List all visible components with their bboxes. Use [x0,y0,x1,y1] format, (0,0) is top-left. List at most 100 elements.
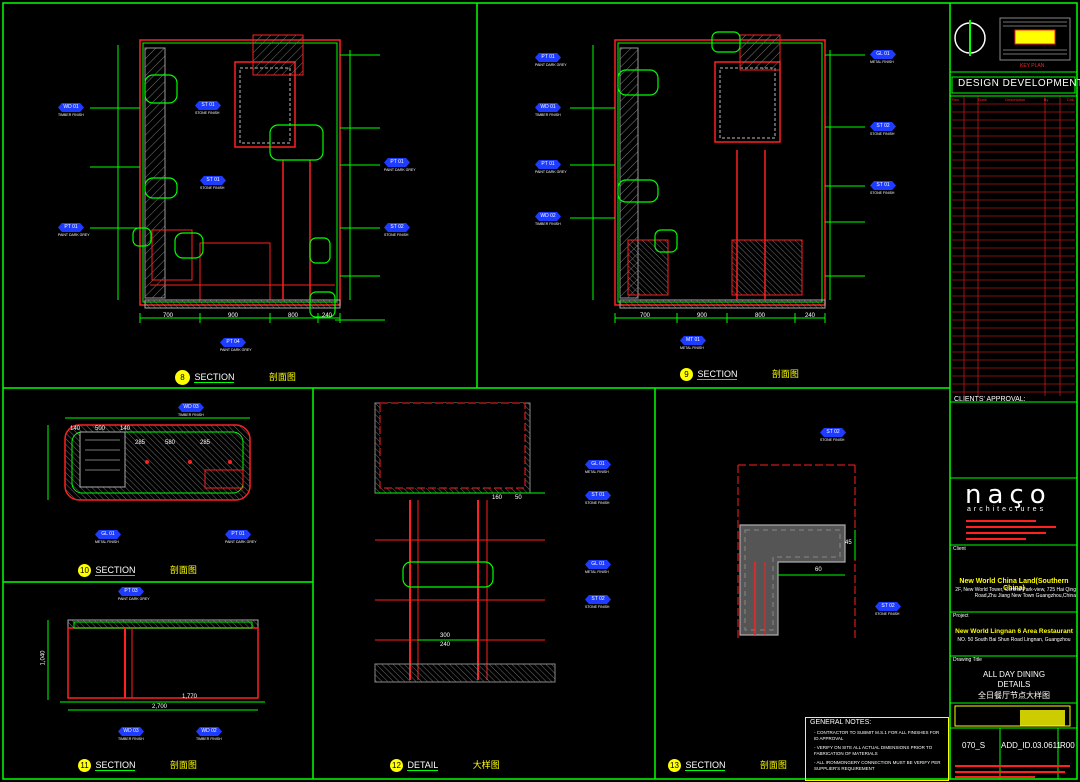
view-title-11: 11 SECTION 剖面图 [78,755,197,773]
material-note: TIMBER FINISH [535,113,561,117]
dim-d12-2: 240 [440,642,451,648]
stamp-lines [955,765,1070,778]
drawing-title-label: Drawing Title [953,657,982,663]
view-cn-title: 剖面图 [771,369,799,379]
section-13-drawing [737,464,856,640]
material-code: ST 01 [585,491,611,500]
material-note: STONE FINISH [195,111,220,115]
desc-col: Description [1005,97,1026,102]
note-3: - ALL IRONMONGERY CONNECTION MUST BE VER… [814,760,941,771]
view-cn-title: 大样图 [472,760,500,770]
drawing-title-2: DETAILS [997,680,1031,689]
material-note: TIMBER FINISH [178,413,204,417]
material-code: WD 01 [58,103,84,112]
view-kind: SECTION [697,369,738,380]
material-code: WD 02 [535,212,561,221]
material-code: MT 01 [680,336,706,345]
view-title-8: 8 SECTION 剖面图 [175,367,296,385]
view-title-10: 10 SECTION 剖面图 [78,560,197,578]
view-kind: DETAIL [407,760,439,771]
material-note: STONE FINISH [585,605,610,609]
material-code: GL 01 [870,50,896,59]
material-code: PT 01 [225,530,251,539]
dim-s8-4: 240 [322,313,333,319]
dim-s8-2: 900 [228,313,239,319]
view-title-9: 9 SECTION 剖面图 [680,364,799,382]
material-code: ST 02 [870,122,896,131]
material-note: STONE FINISH [200,186,225,190]
material-code: ST 02 [384,223,410,232]
drawing-title-cn: 全日餐厅节点大样图 [978,691,1050,700]
material-code: PT 01 [384,158,410,167]
material-code: WD 01 [535,103,561,112]
signature-strip [954,705,1071,727]
material-note: METAL FINISH [95,540,119,544]
view-cn-title: 剖面图 [169,760,197,770]
key-plan-caption: KEY PLAN [1020,63,1045,69]
view-title-12: 12 DETAIL 大样图 [390,755,500,773]
material-code: ST 01 [870,181,896,190]
key-plan [954,17,1071,61]
revision-grid [952,96,1075,396]
date-col: Date [978,97,987,102]
stage-title: DESIGN DEVELOPMENT [958,78,1080,89]
drawing-no: ADD_ID.03.0611 [1001,741,1061,750]
view-kind: SECTION [685,760,726,771]
project-address: NO. 50 South Bai Shun Road Lingnan, Guan… [957,637,1071,643]
view-number-badge: 8 [175,370,190,385]
project-label: Project [953,613,969,619]
dim-s9-4: 240 [805,313,816,319]
job-no: 070_S [962,741,986,750]
client-name: New World China Land(Southern China) [959,578,1069,592]
dim-s9-2: 900 [697,313,708,319]
material-code: WD 02 [196,727,222,736]
dim-s10-3: 140 [120,426,131,432]
material-note: METAL FINISH [585,570,609,574]
view-kind: SECTION [95,565,136,576]
view-number-badge: 13 [668,759,681,772]
material-note: TIMBER FINISH [58,113,84,117]
revision-headers: Rev. Date Description By Chk. [952,97,1075,102]
dim-d12-1: 300 [440,633,451,639]
view-number-badge: 9 [680,368,693,381]
dim-d13-2: 45 [845,540,852,546]
material-code: GL 01 [585,560,611,569]
firm-logo: naço [965,480,1052,510]
view-number-badge: 11 [78,759,91,772]
dim-s11-mid: 1,770 [182,694,198,700]
view-title-13: 13 SECTION 剖面图 [668,755,787,773]
dim-s10-5: 580 [165,440,176,446]
material-note: TIMBER FINISH [535,222,561,226]
material-note: METAL FINISH [870,60,894,64]
material-note: METAL FINISH [680,346,704,350]
dim-s10-1: 140 [70,426,81,432]
section-9-drawing [570,31,865,323]
general-notes-heading: GENERAL NOTES: [810,719,872,726]
dim-s10-6: 285 [200,440,211,446]
material-note: STONE FINISH [870,191,895,195]
firm-sub: architectures [967,506,1047,513]
material-code: WD 03 [118,727,144,736]
material-note: STONE FINISH [384,233,409,237]
firm-logo-box [952,480,1075,542]
chk-col: Chk. [1066,97,1075,102]
view-kind: SECTION [194,372,235,383]
material-note: STONE FINISH [820,438,845,442]
